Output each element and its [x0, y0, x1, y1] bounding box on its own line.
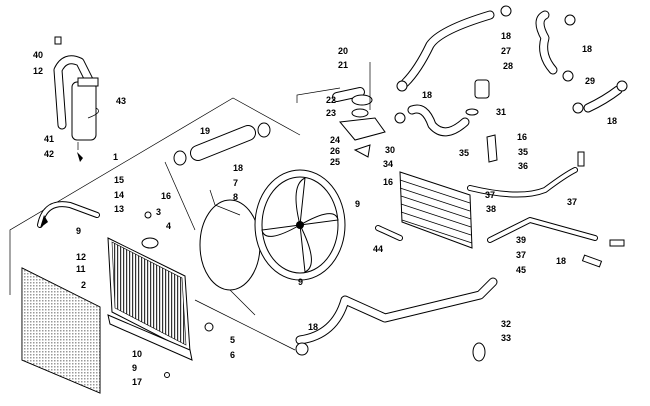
callout-3: 3 — [156, 207, 161, 217]
callout-34: 34 — [383, 159, 393, 169]
callout-45: 45 — [516, 265, 526, 275]
callout-18: 18 — [556, 256, 566, 266]
callout-28: 28 — [503, 61, 513, 71]
callout-12: 12 — [76, 252, 86, 262]
callout-41: 41 — [44, 134, 54, 144]
callout-25: 25 — [330, 157, 340, 167]
coolant-reservoir — [53, 36, 99, 162]
callout-18: 18 — [422, 90, 432, 100]
callout-16: 16 — [383, 177, 393, 187]
callout-22: 22 — [326, 95, 336, 105]
callout-16: 16 — [517, 132, 527, 142]
callout-8: 8 — [233, 192, 238, 202]
callout-13: 13 — [114, 204, 124, 214]
callout-2: 2 — [81, 280, 86, 290]
callout-12: 12 — [33, 66, 43, 76]
callout-14: 14 — [114, 190, 124, 200]
callout-40: 40 — [33, 50, 43, 60]
callout-32: 32 — [501, 319, 511, 329]
callout-17: 17 — [132, 377, 142, 387]
callout-9: 9 — [132, 363, 137, 373]
radiator — [37, 201, 214, 378]
callout-9: 9 — [298, 277, 303, 287]
callout-18: 18 — [607, 116, 617, 126]
callout-33: 33 — [501, 333, 511, 343]
callout-36: 36 — [518, 161, 528, 171]
callout-4: 4 — [166, 221, 171, 231]
callout-37: 37 — [516, 250, 526, 260]
callout-6: 6 — [230, 350, 235, 360]
callout-29: 29 — [585, 76, 595, 86]
callout-18: 18 — [582, 44, 592, 54]
lower-hose — [295, 277, 498, 362]
callout-1: 1 — [113, 152, 118, 162]
callout-26: 26 — [330, 146, 340, 156]
callout-23: 23 — [326, 108, 336, 118]
callout-35: 35 — [518, 147, 528, 157]
oil-cooler — [375, 134, 625, 268]
callout-10: 10 — [132, 349, 142, 359]
callout-30: 30 — [385, 145, 395, 155]
callout-5: 5 — [230, 335, 235, 345]
callout-27: 27 — [501, 46, 511, 56]
callout-15: 15 — [114, 175, 124, 185]
cooling-fan — [199, 169, 346, 316]
callout-9: 9 — [355, 199, 360, 209]
callout-9: 9 — [76, 226, 81, 236]
callout-labels: 40 12 43 41 42 1 19 18 7 8 20 21 22 23 2… — [33, 31, 617, 387]
callout-7: 7 — [233, 178, 238, 188]
callout-38: 38 — [486, 204, 496, 214]
radiator-screen — [21, 267, 101, 394]
thermostat-housing — [332, 62, 386, 158]
callout-37: 37 — [567, 197, 577, 207]
callout-44: 44 — [373, 244, 383, 254]
upper-hoses — [394, 5, 628, 137]
callout-21: 21 — [338, 60, 348, 70]
callout-42: 42 — [44, 149, 54, 159]
callout-18: 18 — [308, 322, 318, 332]
callout-19: 19 — [200, 126, 210, 136]
callout-20: 20 — [338, 46, 348, 56]
callout-35: 35 — [459, 148, 469, 158]
assembly-outline — [9, 87, 341, 351]
callout-39: 39 — [516, 235, 526, 245]
callout-16: 16 — [161, 191, 171, 201]
callout-11: 11 — [76, 264, 86, 274]
callout-24: 24 — [330, 135, 340, 145]
callout-18: 18 — [233, 163, 243, 173]
callout-37: 37 — [485, 190, 495, 200]
hose-19 — [173, 122, 271, 166]
callout-31: 31 — [496, 107, 506, 117]
callout-18: 18 — [501, 31, 511, 41]
callout-43: 43 — [116, 96, 126, 106]
